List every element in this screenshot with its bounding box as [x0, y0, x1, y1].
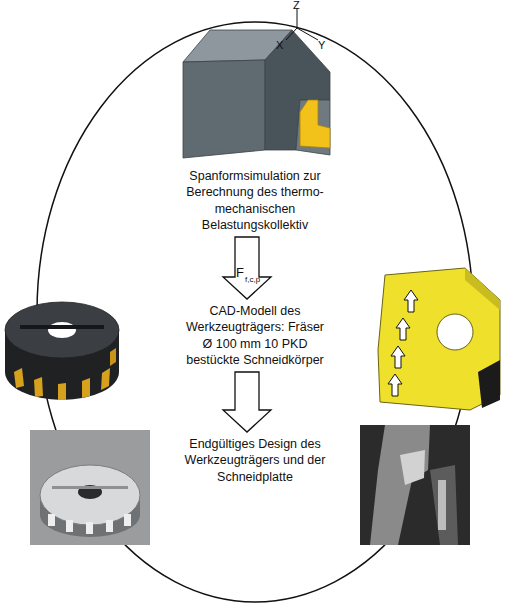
- axis-label: X: [276, 40, 283, 51]
- force-symbol: F: [236, 266, 244, 279]
- step-text: Spanformsimulation zur Berechnung des th…: [180, 168, 330, 233]
- tool-body-photo: [30, 430, 150, 545]
- chip-simulation-model: [183, 8, 330, 158]
- axis-label: Y: [318, 40, 325, 51]
- flow-arrow: [223, 237, 271, 299]
- insert-cad-model: [378, 268, 500, 410]
- process-step: Endgültiges Design des Werkzeugträgers u…: [175, 436, 335, 485]
- force-subscript: f,c,p: [245, 276, 260, 284]
- flow-arrow: [223, 372, 271, 432]
- step-text: Endgültiges Design des Werkzeugträgers u…: [175, 436, 335, 485]
- step-text: CAD-Modell des Werkzeugträgers: Fräser Ø…: [185, 303, 325, 368]
- process-step: Spanformsimulation zur Berechnung des th…: [180, 168, 330, 233]
- process-step: CAD-Modell des Werkzeugträgers: Fräser Ø…: [185, 303, 325, 368]
- axis-label: Z: [293, 0, 300, 11]
- milling-cutter-cad: [5, 302, 119, 400]
- insert-photo: [360, 425, 470, 545]
